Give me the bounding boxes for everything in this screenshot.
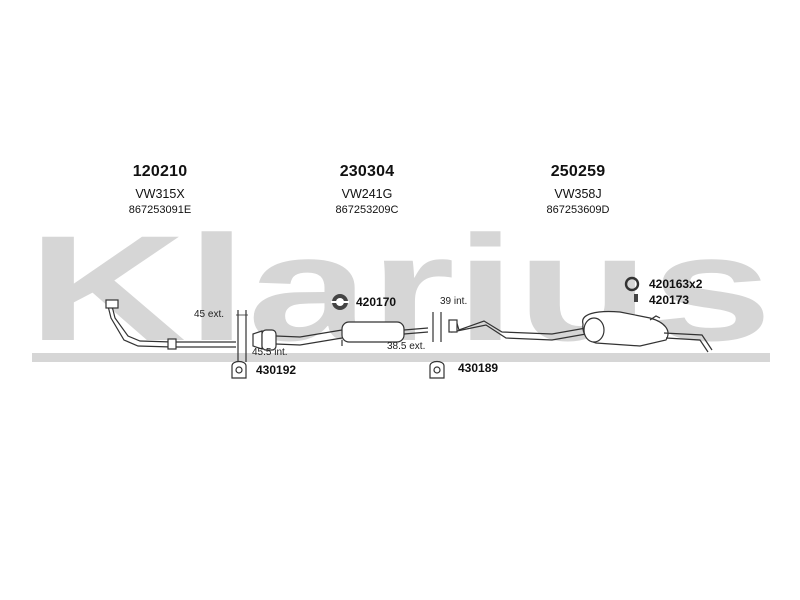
part-oem-number: 867253091E xyxy=(128,204,192,216)
accessory-mount-label-b: 430189 xyxy=(458,361,499,375)
accessory-bolt-label: 420173 xyxy=(649,293,690,307)
part-label-front: 120210 VW315X 867253091E xyxy=(80,163,240,216)
dimension-rear-int: 39 int. xyxy=(440,296,468,307)
watermark-bar xyxy=(32,353,770,362)
accessory-mount-label-a: 430192 xyxy=(256,363,297,377)
clamp-icon xyxy=(331,294,349,310)
mount-icon-b xyxy=(429,360,445,379)
dimension-rear-ext: 38.5 ext. xyxy=(387,341,426,352)
part-reference: VW358J xyxy=(554,187,602,201)
centre-section xyxy=(252,321,429,351)
part-label-rear: 250259 VW358J 867253609D xyxy=(498,163,658,216)
dimension-front-int: 45.5 int. xyxy=(252,347,288,358)
part-number: 230304 xyxy=(339,163,395,180)
bolt-icon xyxy=(634,294,638,302)
accessory-clamp-label: 420170 xyxy=(356,295,397,309)
part-label-centre: 230304 VW241G 867253209C xyxy=(287,163,447,216)
part-oem-number: 867253609D xyxy=(546,204,610,216)
front-pipe xyxy=(105,299,236,350)
mount-icon-a xyxy=(231,360,247,379)
ring-icon xyxy=(624,276,640,292)
part-oem-number: 867253209C xyxy=(335,204,399,216)
joint-front xyxy=(236,310,248,362)
accessory-ring-label: 420163x2 xyxy=(649,277,703,291)
rear-box xyxy=(448,310,713,353)
part-reference: VW241G xyxy=(341,187,393,201)
part-number: 250259 xyxy=(550,163,606,180)
joint-rear xyxy=(432,312,442,342)
dimension-front-ext: 45 ext. xyxy=(194,309,225,320)
part-reference: VW315X xyxy=(135,187,185,201)
part-number: 120210 xyxy=(132,163,188,180)
